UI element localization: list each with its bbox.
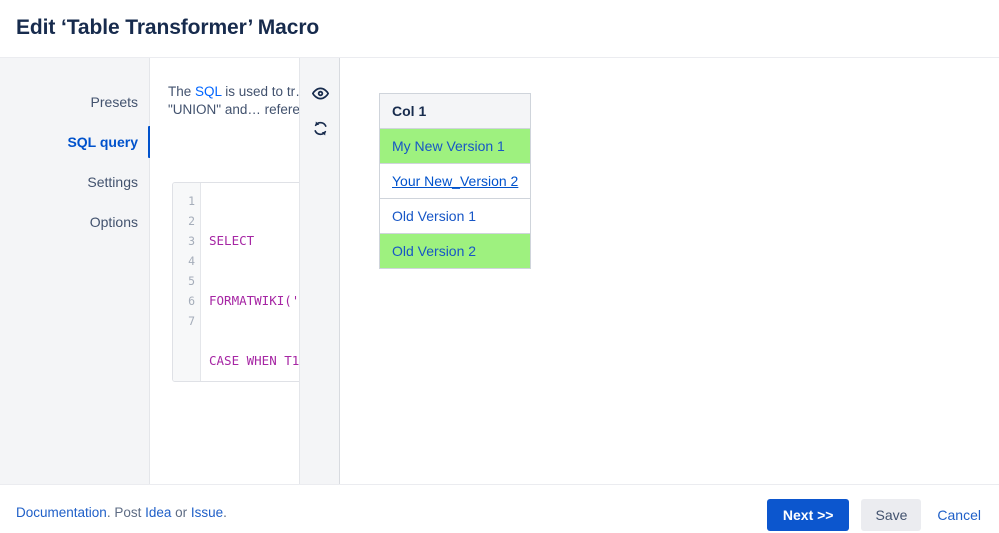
issue-link[interactable]: Issue [190,505,224,520]
idea-link[interactable]: Idea [145,505,172,520]
result-table-head: Col 1 [378,93,532,129]
editor-code-area[interactable]: SELECT FORMATWIKI(' CASE WHEN T1 ELSE "#… [201,183,300,381]
table-cell: Old Version 2 [378,233,532,269]
line-number: 7 [188,314,195,328]
sql-query-panel: The SQL is used to tr… or you can write … [150,58,300,484]
sidebar-item-label: Settings [87,174,138,190]
dialog-header: Edit ‘Table Transformer’ Macro [0,0,999,58]
sql-code-editor[interactable]: 1 2 3 4 5 6 7 SELECT FORMATWIKI(' CASE W… [172,182,300,382]
code-line: FORMATWIKI(' [209,293,300,308]
description-prefix: The [168,84,196,99]
line-number: 6 [188,294,195,308]
footer-separator: . [223,505,227,520]
editor-line-numbers: 1 2 3 4 5 6 7 [173,183,201,381]
preview-toggle-button[interactable] [308,81,332,105]
refresh-icon [312,120,329,137]
sidebar-item-settings[interactable]: Settings [0,162,150,202]
panel-description: The SQL is used to tr… or you can write … [168,83,300,119]
documentation-link[interactable]: Documentation [16,505,107,520]
code-line: SELECT [209,233,255,248]
line-number: 1 [188,194,195,208]
footer-separator: or [171,505,191,520]
table-cell: My New Version 1 [378,128,532,164]
row-link[interactable]: Your New_Version 2 [392,173,519,189]
sidebar-item-label: SQL query [67,134,138,150]
sql-doc-link[interactable]: SQL [195,84,222,99]
description-rest: is used to tr… or you can write you… use… [168,84,300,117]
line-number: 2 [188,214,195,228]
table-row: Old Version 2 [378,233,532,269]
sidebar-nav: Presets SQL query Settings Options [0,82,151,242]
column-header-col-1: Col 1 [378,93,532,129]
table-row: My New Version 1 [378,128,532,164]
line-number: 5 [188,274,195,288]
page-title: Edit ‘Table Transformer’ Macro [16,16,320,39]
footer-separator: . Post [106,505,146,520]
footer-actions: Next >> Save Cancel [766,499,985,531]
result-table-body: My New Version 1 Your New_Version 2 Old … [378,128,532,269]
sidebar-item-options[interactable]: Options [0,202,150,242]
table-row: Your New_Version 2 [378,163,532,199]
sidebar: Presets SQL query Settings Options [0,58,151,484]
save-button[interactable]: Save [861,499,922,531]
editor-toolbar [300,58,340,484]
eye-icon [311,85,329,102]
sidebar-item-label: Options [89,214,138,230]
cancel-button[interactable]: Cancel [933,499,985,531]
next-button[interactable]: Next >> [766,499,850,531]
result-table: Col 1 My New Version 1 Your New_Version … [378,93,532,269]
footer-links: Documentation. Post Idea or Issue. [16,505,227,520]
line-number: 4 [188,254,195,268]
table-cell: Old Version 1 [378,198,532,234]
preview-pane: Col 1 My New Version 1 Your New_Version … [341,58,999,484]
sidebar-item-presets[interactable]: Presets [0,82,150,122]
refresh-preview-button[interactable] [308,116,332,140]
sidebar-item-label: Presets [90,94,138,110]
sidebar-item-sql-query[interactable]: SQL query [0,122,151,162]
dialog-footer: Documentation. Post Idea or Issue. Next … [0,484,999,533]
table-row: Old Version 1 [378,198,532,234]
dialog-body: Presets SQL query Settings Options The S… [0,58,999,484]
table-header-row: Col 1 [378,93,532,129]
code-line: CASE WHEN T1 [209,353,300,368]
table-cell: Your New_Version 2 [378,163,532,199]
line-number: 3 [188,234,195,248]
